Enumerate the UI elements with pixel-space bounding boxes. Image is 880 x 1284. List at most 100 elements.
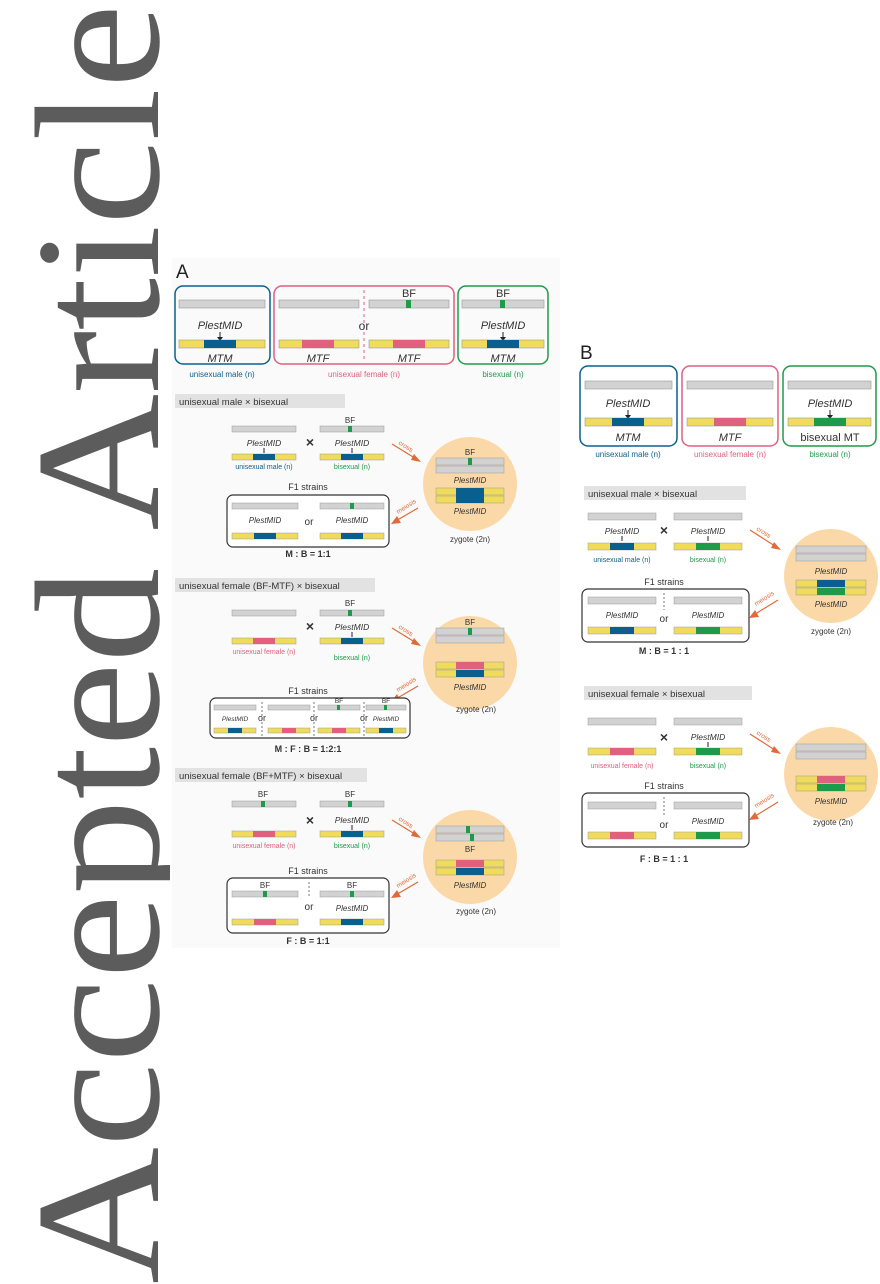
gene-label: PlestMID: [815, 797, 848, 806]
mtf-label: MTF: [307, 353, 331, 365]
zygote-label: zygote (2n): [456, 907, 496, 916]
zygote: [784, 727, 878, 821]
panel-b-top-strains: PlestMID MTM MTF PlestMID bisexual MT un…: [579, 365, 877, 459]
label-right: bisexual (n): [690, 763, 726, 770]
times: ×: [306, 618, 314, 634]
or-label: or: [258, 713, 266, 723]
zygote-label: zygote (2n): [456, 705, 496, 714]
bf-label: BF: [345, 790, 355, 799]
mtf-label: MTF: [719, 432, 743, 444]
female-box: [273, 285, 455, 365]
panel-a-top-strains: PlestMID MTM BF or MTF MTF BF PlestMID: [174, 285, 549, 379]
gene-label: PlestMID: [815, 600, 848, 609]
times: ×: [660, 729, 668, 745]
mtf-label: MTF: [398, 353, 422, 365]
label-left: unisexual male (n): [235, 464, 292, 471]
watermark-text: Accepted Article: [0, 4, 170, 1284]
bf-label: BF: [465, 845, 475, 854]
label-male: unisexual male (n): [595, 450, 661, 459]
gene-label: PlestMID: [335, 438, 369, 448]
bisexual-box: [782, 365, 877, 447]
or-label: or: [660, 820, 670, 831]
or-label: or: [359, 319, 370, 333]
label-male: unisexual male (n): [189, 370, 255, 379]
zygote: [423, 810, 517, 904]
gene-label: PlestMID: [605, 526, 639, 536]
gene-label: PlestMID: [606, 611, 639, 620]
gene-label: PlestMID: [606, 398, 651, 410]
gene-label: PlestMID: [481, 320, 526, 332]
bf-label: BF: [347, 881, 357, 890]
meiosis-arrow-label: meiosis: [753, 792, 776, 810]
label-left: unisexual male (n): [593, 557, 650, 564]
label-left: unisexual female (n): [232, 843, 295, 850]
ratio: M : F : B = 1:2:1: [275, 744, 342, 754]
panel-a: A PlestMID MTM BF or MTF MTF: [172, 258, 560, 948]
ratio: F : B = 1 : 1: [640, 854, 688, 864]
bisexual-mt-label: bisexual MT: [800, 432, 860, 444]
bf-label: BF: [465, 448, 475, 457]
f1-label: F1 strains: [288, 686, 328, 696]
panel-a-cross-1: unisexual male × bisexual PlestMID unise…: [175, 394, 517, 559]
label-right: bisexual (n): [334, 843, 370, 850]
cross-title: unisexual male × bisexual: [588, 489, 697, 500]
bf-label: BF: [260, 881, 270, 890]
label-female: unisexual female (n): [694, 450, 766, 459]
gene-label: PlestMID: [335, 815, 369, 825]
gene-label: PlestMID: [222, 716, 249, 723]
gene-label: PlestMID: [336, 516, 369, 525]
gene-label: PlestMID: [691, 526, 725, 536]
times: ×: [306, 434, 314, 450]
male-box: [174, 285, 271, 365]
gene-label: PlestMID: [336, 904, 369, 913]
zygote-label: zygote (2n): [813, 818, 853, 827]
label-right: bisexual (n): [334, 464, 370, 471]
panel-b-cross-2: unisexual female × bisexual unisexual fe…: [581, 686, 878, 864]
gene-label: PlestMID: [454, 683, 487, 692]
gene-label: PlestMID: [454, 881, 487, 890]
gene-label: PlestMID: [335, 622, 369, 632]
gene-label: PlestMID: [198, 320, 243, 332]
bf-label: BF: [496, 288, 510, 300]
times: ×: [306, 812, 314, 828]
cross-title: unisexual female (BF-MTF) × bisexual: [179, 581, 340, 592]
gene-label: PlestMID: [815, 567, 848, 576]
gene-label: PlestMID: [373, 716, 400, 723]
panel-b-cross-1: unisexual male × bisexual PlestMID unise…: [581, 486, 878, 656]
gene-label: PlestMID: [454, 507, 487, 516]
mtm-label: MTM: [490, 353, 516, 365]
mtm-label: MTM: [615, 432, 641, 444]
ratio: M : B = 1 : 1: [639, 646, 689, 656]
label-bisexual: bisexual (n): [482, 370, 524, 379]
gene-label: PlestMID: [692, 611, 725, 620]
cross-title: unisexual male × bisexual: [179, 397, 288, 408]
bf-label: BF: [402, 288, 416, 300]
ratio: M : B = 1:1: [285, 549, 330, 559]
f1-label: F1 strains: [644, 577, 684, 587]
label-bisexual: bisexual (n): [809, 450, 851, 459]
female-box: [681, 365, 779, 447]
male-box: [579, 365, 678, 447]
label-female: unisexual female (n): [328, 370, 400, 379]
mtm-label: MTM: [207, 353, 233, 365]
or-label: or: [305, 902, 315, 913]
gene-label: PlestMID: [692, 817, 725, 826]
panel-a-letter: A: [176, 262, 189, 283]
panel-b: B PlestMID MTM MTF PlestMID bisexual MT …: [579, 343, 878, 864]
or-label: or: [305, 517, 315, 528]
or-label: or: [660, 614, 670, 625]
or-label: or: [310, 713, 318, 723]
or-label: or: [360, 713, 368, 723]
zygote-label: zygote (2n): [811, 627, 851, 636]
bf-label: BF: [345, 599, 355, 608]
label-right: bisexual (n): [334, 655, 370, 662]
bf-label: BF: [345, 416, 355, 425]
zygote-label: zygote (2n): [450, 535, 490, 544]
cross-title: unisexual female (BF+MTF) × bisexual: [179, 771, 342, 782]
panel-b-letter: B: [580, 343, 593, 364]
f1-label: F1 strains: [288, 482, 328, 492]
accepted-article-watermark: Accepted Article: [0, 4, 170, 1284]
bf-label: BF: [258, 790, 268, 799]
gene-label: PlestMID: [808, 398, 853, 410]
